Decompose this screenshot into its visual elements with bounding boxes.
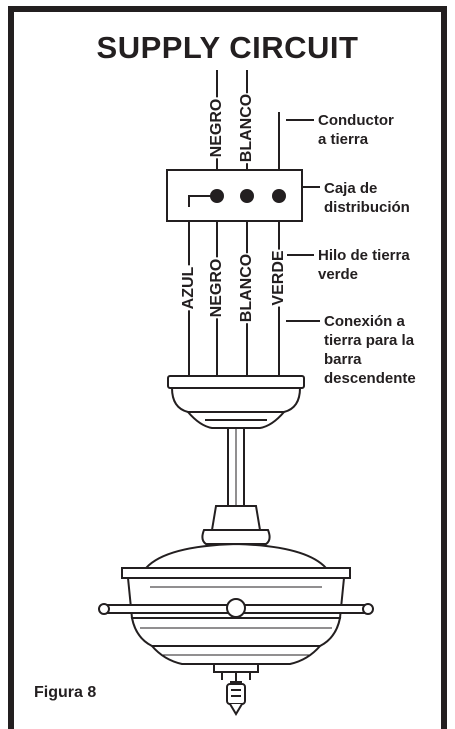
frame-top-border [8,6,447,12]
callout-ground-conductor: Conductor a tierra [318,112,394,148]
wire-label-blanco: BLANCO [238,252,255,324]
wire-label-negro: NEGRO [208,257,225,319]
diagram-title: SUPPLY CIRCUIT [96,30,359,65]
wire-label-top-blanco: BLANCO [238,92,255,164]
wire-nut-white [240,189,254,203]
wire-connector-plug [226,672,246,716]
figure-label: Figura 8 [34,684,97,701]
wire-nut-ground [272,189,286,203]
motor-coupler [201,505,271,545]
wire-label-azul: AZUL [180,265,197,311]
wire-label-top-negro: NEGRO [208,97,225,159]
wire-nut-black [210,189,224,203]
callout-downrod-ground: Conexión a tierra para la barra descende… [324,313,416,387]
frame-left-border [8,6,14,729]
fan-canopy [167,375,305,429]
callout-green-ground-wire: Hilo de tierra verde [318,247,410,283]
callout-junction-box: Caja de distribución [324,180,410,216]
wire-label-verde: VERDE [270,249,287,307]
frame-right-border [441,6,447,729]
downrod [227,427,245,507]
motor-housing [98,542,374,680]
